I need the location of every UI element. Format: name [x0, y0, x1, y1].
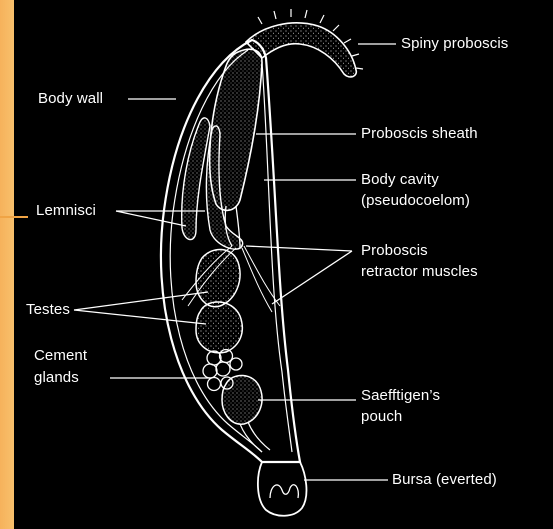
bursa-inner [270, 485, 298, 498]
label-cement-glands-line2: glands [34, 368, 79, 387]
label-proboscis-retractor-line2: retractor muscles [361, 262, 478, 281]
testis-anterior [196, 249, 240, 306]
saefftigens-pouch [222, 375, 262, 424]
label-testes: Testes [26, 300, 70, 319]
label-saefftigens-line1: Saefftigen’s [361, 386, 440, 405]
label-body-cavity-line1: Body cavity [361, 170, 439, 189]
leader-testes-b [74, 310, 206, 324]
leader-lemnisci-a [116, 211, 186, 226]
leader-retractor-a [246, 246, 352, 251]
leader-testes-a [74, 292, 208, 310]
label-body-wall: Body wall [38, 89, 103, 108]
label-proboscis-sheath: Proboscis sheath [361, 124, 478, 143]
testis-posterior [196, 302, 242, 353]
leader-retractor-b [272, 251, 352, 304]
label-lemnisci: Lemnisci [36, 201, 96, 220]
label-bursa: Bursa (everted) [392, 470, 497, 489]
label-body-cavity-line2: (pseudocoelom) [361, 191, 470, 210]
label-cement-glands-line1: Cement [34, 346, 87, 365]
label-spiny-proboscis: Spiny proboscis [401, 34, 508, 53]
label-saefftigens-line2: pouch [361, 407, 402, 426]
label-proboscis-retractor-line1: Proboscis [361, 241, 428, 260]
body-wall-inner-right [262, 62, 292, 452]
